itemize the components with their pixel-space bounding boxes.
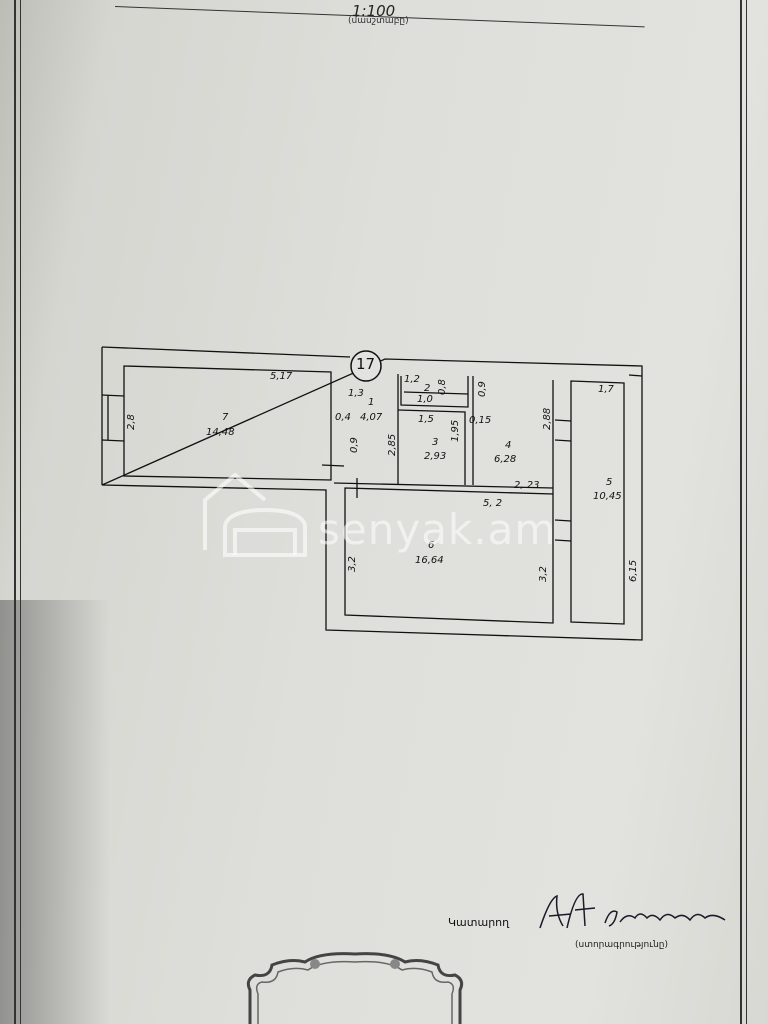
watermark-logo-icon <box>203 472 307 557</box>
unit-number: 17 <box>356 355 376 373</box>
dim-2-23: 2, 23 <box>514 480 540 491</box>
left-border-line-inner <box>20 0 21 1024</box>
room-6-area: 16,64 <box>415 555 444 566</box>
room-2-inner <box>403 391 469 395</box>
dim-1-2: 1,2 <box>404 374 420 385</box>
dim-5-2: 5, 2 <box>483 498 503 509</box>
room-2-area: 1,0 <box>417 394 433 405</box>
dim-1-95: 1,95 <box>450 419 461 442</box>
room-2-wall <box>400 376 469 408</box>
dim-1-7: 1,7 <box>598 384 614 395</box>
room-4-number: 4 <box>505 440 512 451</box>
room-6-number: 6 <box>428 540 435 551</box>
corridor-wall <box>333 482 554 489</box>
room-5-area: 10,45 <box>593 491 622 502</box>
photo-shadow <box>0 600 110 1024</box>
door-marks <box>321 464 358 498</box>
dim-5-17: 5,17 <box>270 371 293 382</box>
dim-1-3: 1,3 <box>348 388 364 399</box>
dim-0-15: 0,15 <box>469 415 492 426</box>
signature-label: Կատարող <box>448 916 510 929</box>
room-2-number: 2 <box>424 383 431 394</box>
wall-tick <box>628 374 643 377</box>
room-3-area: 2,93 <box>424 451 447 462</box>
dim-0-4: 0,4 <box>335 412 351 423</box>
dim-2-8: 2,8 <box>126 414 137 430</box>
door-room-5 <box>554 519 572 542</box>
scale-caption: (մասշտաբը) <box>348 16 409 26</box>
handwritten-signature <box>539 893 726 929</box>
right-border-line <box>740 0 742 1024</box>
dim-1-5: 1,5 <box>418 414 434 425</box>
unit-number-circle <box>350 350 382 382</box>
room-7-area: 14,48 <box>206 427 235 438</box>
dim-0-9a: 0,9 <box>349 437 360 453</box>
room-4-area: 6,28 <box>494 454 517 465</box>
room-5-wall <box>570 380 625 625</box>
dim-2-85: 2,85 <box>387 433 398 456</box>
left-border-line <box>14 0 16 1024</box>
room-1-number: 1 <box>368 397 375 408</box>
scale-value: 1:100 <box>352 2 396 20</box>
outer-wall-top-left <box>101 346 351 358</box>
dim-0-8: 0,8 <box>437 379 448 395</box>
room-1-area: 4,07 <box>360 412 383 423</box>
dim-6-15: 6,15 <box>628 559 639 582</box>
dim-0-9b: 0,9 <box>477 381 488 397</box>
signature-caption: (ստորագրությունը) <box>575 940 669 950</box>
room-7-wall <box>123 365 332 481</box>
dim-3-2b: 3,2 <box>538 566 549 582</box>
dim-2-88: 2,88 <box>542 407 553 430</box>
ornament-frame <box>246 952 464 1024</box>
door-room-5-upper <box>554 419 572 442</box>
window-left <box>101 394 125 442</box>
room-7-number: 7 <box>222 412 229 423</box>
right-border-line-inner <box>746 0 747 1024</box>
room-6-wall <box>344 487 554 624</box>
room-5-number: 5 <box>606 477 613 488</box>
dim-3-2a: 3,2 <box>347 556 358 572</box>
room-3-wall <box>397 409 466 485</box>
watermark-text: senyak.am <box>318 505 557 554</box>
room-3-number: 3 <box>432 437 439 448</box>
